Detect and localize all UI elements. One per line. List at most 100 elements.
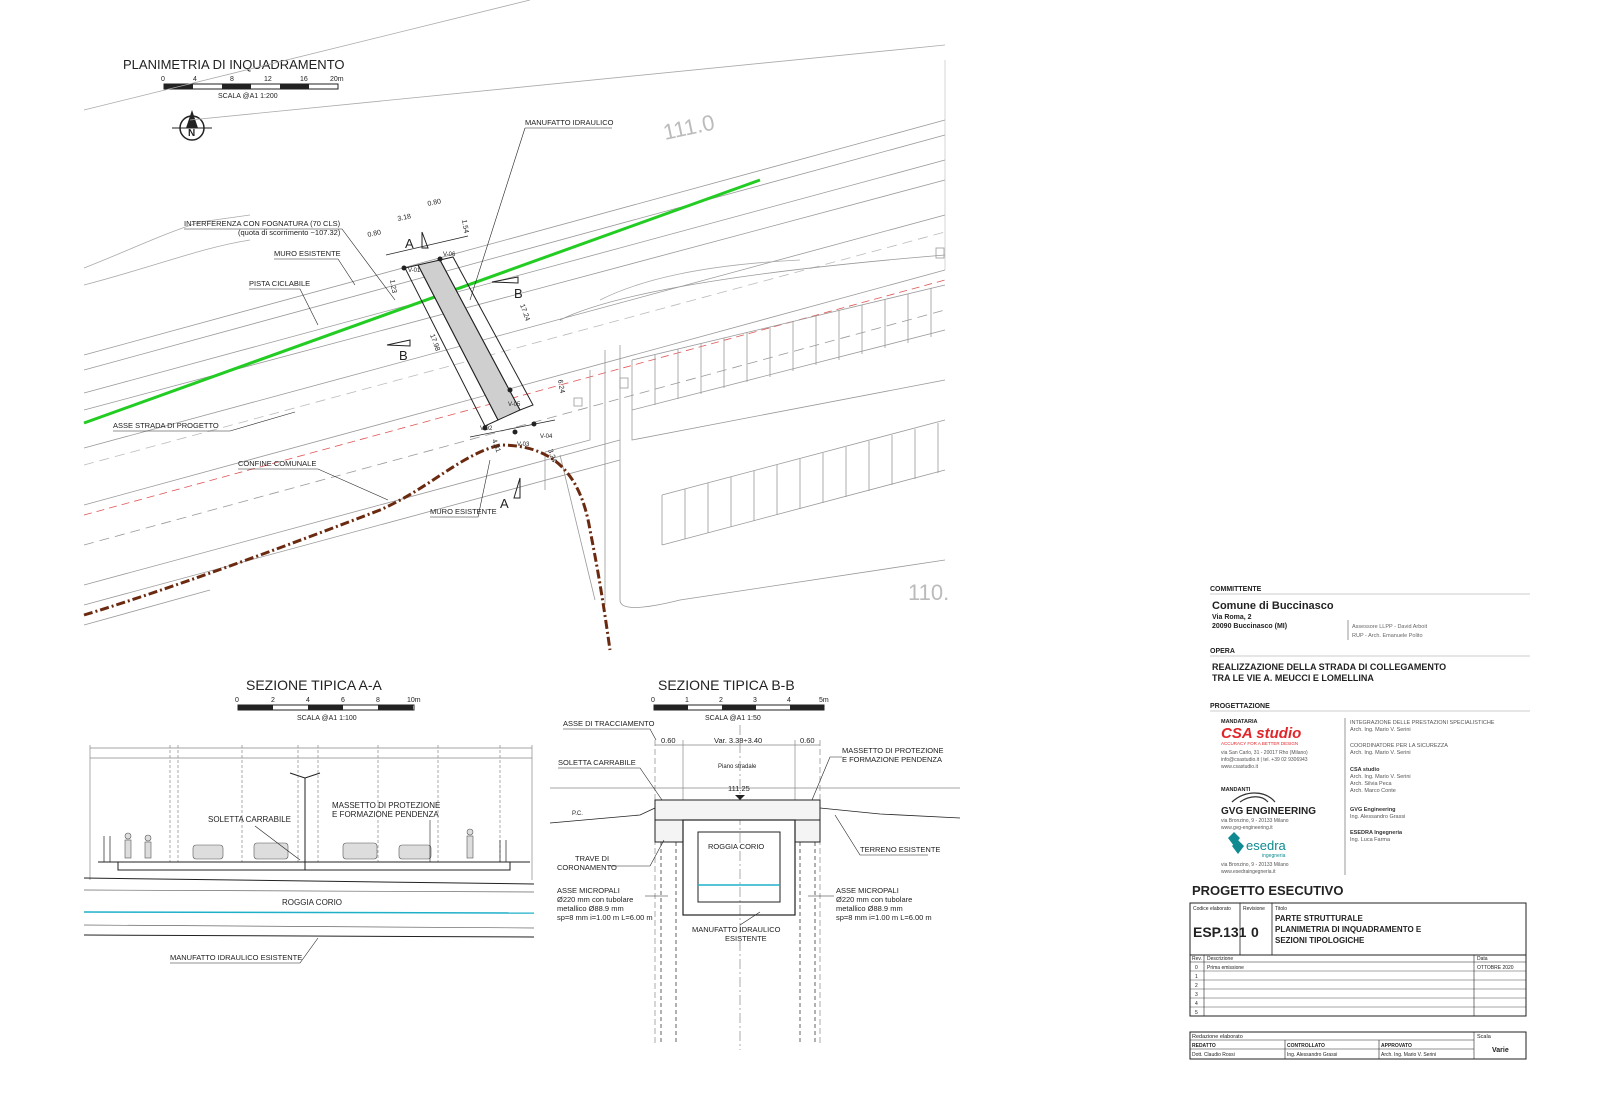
bb-asse-micropali-left: ASSE MICROPALI [557,886,620,895]
csa-mail: info@csastudio.it | tel. +39 02 9306943 [1221,757,1308,763]
revision-number: 0 [1251,924,1259,940]
csa-tagline: ACCURACY FOR A BETTER DESIGN [1221,741,1298,746]
bb-callouts: ASSE DI TRACCIAMENTO 0.60 Var. 3.38÷3.40… [557,719,944,943]
bb-mp-left-1: Ø220 mm con tubolare [557,895,633,904]
team-line: Arch. Ing. Mario V. Serini [1350,774,1411,780]
bb-massetto-1: MASSETTO DI PROTEZIONE [842,746,944,755]
dim-label: 3.24 [546,448,557,463]
rev-cell: OTTOBRE 2020 [1477,965,1514,971]
bb-scale-bar: 0 1 2 3 4 5m SCALA @A1 1:50 [651,697,829,722]
bb-mp-left-3: sp=8 mm i=1.00 m L=6.00 m [557,913,653,922]
rev-header: Rev. [1192,956,1202,962]
callout-manufatto: MANUFATTO IDRAULICO [525,118,614,127]
table-row: 2 [1195,983,1198,989]
gvg-logo-mark [1231,792,1276,803]
section-bb-title: SEZIONE TIPICA B-B [658,677,795,693]
rev-header: Data [1477,956,1488,962]
section-mark-label: B [514,286,523,301]
dim-label: 1.23 [388,279,397,294]
point-label: V-01 [408,268,421,274]
esedra-logo: esedra [1246,838,1287,853]
plan-title: PLANIMETRIA DI INQUADRAMENTO [123,57,345,72]
team-line: Arch. Silvia Peca [1350,781,1393,787]
section-marker-a-bottom: A [500,477,521,511]
aa-figures [124,828,474,860]
elevation-label: 111.0 [661,110,717,145]
plan-view: PLANIMETRIA DI INQUADRAMENTO 0 4 8 12 16… [83,0,949,651]
hydraulic-structure [385,235,556,438]
aa-callouts: SOLETTA CARRABILE MASSETTO DI PROTEZIONE… [170,801,440,964]
team-line: CSA studio [1350,767,1380,773]
bb-quota: 111.25 [728,784,750,793]
bb-scale-tick: 5m [819,697,829,704]
approvato-label: APPROVATO [1381,1043,1412,1049]
bb-mp-left-2: metallico Ø88.9 mm [557,904,624,913]
plan-scale-tick: 4 [193,76,197,83]
mandanti-label: MANDANTI [1221,787,1251,793]
scala-label: Scala [1477,1034,1492,1040]
title-block: COMMITTENTE Comune di Buccinasco Via Rom… [1189,586,1530,1060]
bb-soletta: SOLETTA CARRABILE [558,758,636,767]
section-marker-b-right: B [491,276,523,301]
bb-mp-right-3: sp=8 mm i=1.00 m L=6.00 m [836,913,932,922]
rev-cell: 2 [1195,983,1198,989]
section-mark-label: A [500,496,509,511]
opera-line-2: TRA LE VIE A. MEUCCI E LOMELLINA [1212,673,1374,683]
aa-massetto-2: E FORMAZIONE PENDENZA [332,810,439,819]
mandataria-label: MANDATARIA [1221,719,1257,725]
north-arrow-icon: N [172,110,212,141]
bb-trave-2: CORONAMENTO [557,863,617,872]
bb-scale-tick: 4 [787,697,791,704]
esedra-logo-mark [1228,832,1244,854]
rev-cell: Prima emissione [1207,965,1244,971]
aa-scale-label: SCALA @A1 1:100 [297,715,357,722]
callout-muro2: MURO ESISTENTE [430,507,497,516]
section-aa-title: SEZIONE TIPICA A-A [246,677,383,693]
aa-scale-tick: 4 [306,697,310,704]
approvato-name: Arch. Ing. Mario V. Serini [1381,1052,1436,1058]
team-line: GVG Engineering [1350,807,1396,813]
aa-scale-tick: 10m [407,697,421,704]
plan-linework [83,0,946,626]
esedra-address: via Bronzino, 9 - 20133 Milano [1221,862,1289,868]
titolo-label: Titolo [1275,906,1287,912]
callout-confine: CONFINE COMUNALE [238,459,316,468]
progettazione-heading: PROGETTAZIONE [1210,703,1270,710]
esedra-sub: ingegneria [1262,853,1286,859]
bb-roggia: ROGGIA CORIO [708,842,764,851]
bb-manufatto-1: MANUFATTO IDRAULICO [692,925,781,934]
bb-manufatto-2: ESISTENTE [725,934,767,943]
approval-box: Redazione elaborato Scala Varie REDATTO … [1189,1031,1527,1060]
design-team-list: INTEGRAZIONE DELLE PRESTAZIONI SPECIALIS… [1350,720,1495,843]
scala-value: Varie [1492,1047,1509,1054]
controllato-label: CONTROLLATO [1287,1043,1325,1049]
bb-scale-tick: 0 [651,697,655,704]
table-row: 1 [1195,974,1198,980]
csa-logo: CSA studio [1221,725,1301,742]
dim-label: 0.80 [427,198,442,208]
rev-cell: 4 [1195,1001,1198,1007]
bb-dim-mid: Var. 3.38÷3.40 [714,736,762,745]
redatto-name: Dott. Claudio Rossi [1192,1052,1235,1058]
section-mark-label: B [399,348,408,363]
codice-label: Codice elaborato [1193,906,1231,912]
aa-scale-bar: 0 2 4 6 8 10m SCALA @A1 1:100 [235,697,421,722]
bb-terreno: TERRENO ESISTENTE [860,845,940,854]
plan-scale-bar: 0 4 8 12 16 20m SCALA @A1 1:200 [161,76,344,100]
dim-label: 4.31 [490,438,501,453]
callout-pista: PISTA CICLABILE [249,279,310,288]
drawing-title-2: PLANIMETRIA DI INQUADRAMENTO E [1275,925,1422,934]
phase-title: PROGETTO ESECUTIVO [1192,883,1343,898]
aa-linework [83,745,535,938]
drawing-title-1: PARTE STRUTTURALE [1275,914,1364,923]
drawing-code: ESP.131 [1193,924,1247,940]
dim-label: 0.80 [367,229,382,239]
section-bb: SEZIONE TIPICA B-B 0 1 2 3 4 5m SCALA @A… [549,677,961,1050]
opera-heading: OPERA [1210,648,1235,655]
bb-scale-tick: 3 [753,697,757,704]
aa-soletta: SOLETTA CARRABILE [208,815,291,824]
bb-mp-right-2: metallico Ø88.9 mm [836,904,903,913]
plan-scale-tick: 20m [330,76,344,83]
dim-label: 17.24 [518,303,531,322]
bb-dim-right: 0.60 [800,736,815,745]
